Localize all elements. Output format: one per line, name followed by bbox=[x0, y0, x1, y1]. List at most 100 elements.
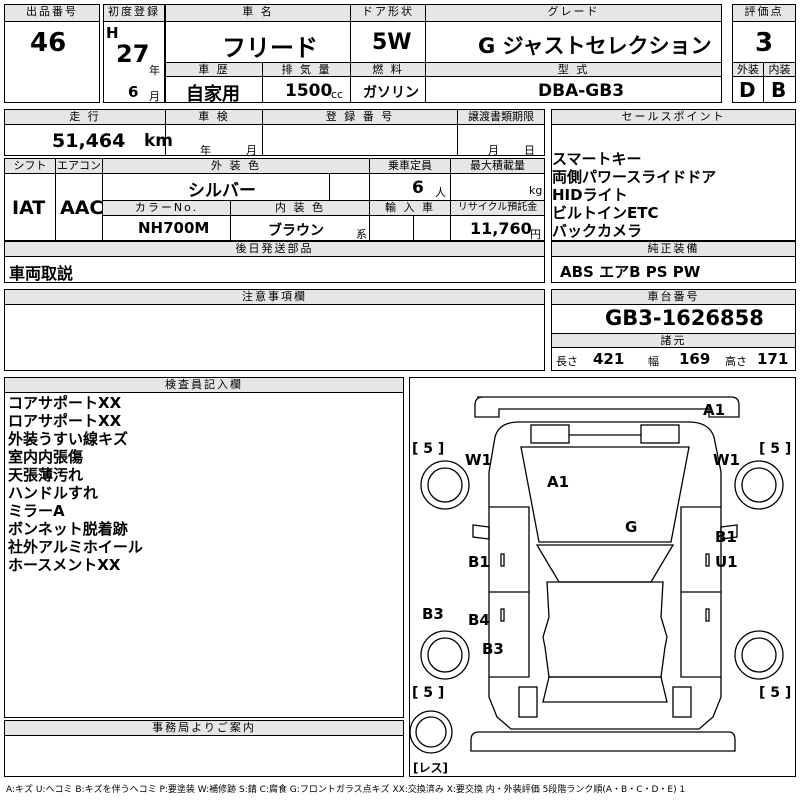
rear-glass-outline bbox=[542, 676, 668, 703]
length-label: 長さ bbox=[556, 355, 578, 368]
mark-b3-side: B3 bbox=[422, 605, 444, 623]
reg-year-unit: 年 bbox=[149, 64, 160, 77]
capacity: 6 bbox=[412, 178, 424, 198]
wheel-rear-left bbox=[420, 630, 470, 680]
lot-label: 出品番号 bbox=[4, 4, 100, 22]
shift-label: シフト bbox=[4, 158, 56, 174]
car-name: フリード bbox=[222, 34, 318, 62]
transfer-day-unit: 日 bbox=[524, 144, 535, 157]
mark-a1-bumper: A1 bbox=[703, 401, 725, 419]
sales-point: ビルトインETC bbox=[552, 204, 659, 222]
wheel-front-left bbox=[420, 460, 470, 510]
fuel: ガソリン bbox=[363, 85, 419, 101]
office-box bbox=[4, 735, 404, 777]
color: シルバー bbox=[188, 181, 256, 201]
sales-point: スマートキー bbox=[552, 150, 642, 168]
inspector-note: ミラーA bbox=[8, 502, 65, 520]
interior-box bbox=[763, 76, 796, 103]
windshield-outline bbox=[535, 544, 675, 583]
mark-b1-left: B1 bbox=[468, 553, 490, 571]
mark-w1-left: W1 bbox=[465, 451, 492, 469]
dims-box bbox=[551, 347, 796, 371]
ac-label: エアコン bbox=[55, 158, 103, 174]
inspector-note: ホースメントXX bbox=[8, 556, 121, 574]
reg-month-unit: 月 bbox=[149, 90, 160, 103]
ac: AAC bbox=[60, 197, 104, 219]
chassis-label: 車台番号 bbox=[551, 289, 796, 305]
width: 169 bbox=[679, 350, 711, 368]
reg-month: 6 bbox=[128, 83, 139, 101]
height: 171 bbox=[757, 350, 789, 368]
reg-box bbox=[103, 21, 165, 103]
car-diagram: A1 W1 W1 A1 G B1 B1 U1 B4 B3 B3 [ 5 ] [ … bbox=[409, 396, 791, 775]
rear-bumper-outline bbox=[470, 731, 736, 752]
door-label: ドア形状 bbox=[350, 4, 426, 22]
displacement-unit: cc bbox=[331, 88, 344, 101]
mirror-right bbox=[720, 524, 738, 540]
grade: G ジャストセレクション bbox=[478, 34, 712, 58]
score: 3 bbox=[755, 28, 774, 58]
inspection-month-unit: 月 bbox=[246, 144, 257, 157]
intcolor-unit: 系 bbox=[356, 228, 367, 241]
equipment-box bbox=[551, 256, 796, 283]
recycle-label: リサイクル預託金 bbox=[450, 200, 545, 216]
fuel-label: 燃 料 bbox=[350, 62, 426, 77]
capacity-label: 乗車定員 bbox=[369, 158, 451, 174]
exterior-grade: D bbox=[739, 78, 756, 102]
mirror-left bbox=[472, 524, 490, 540]
transfer-label: 譲渡書類期限 bbox=[457, 109, 545, 125]
mark-g-glass: G bbox=[625, 518, 637, 536]
score-label: 評価点 bbox=[732, 4, 796, 22]
car-diagram-box bbox=[409, 377, 796, 777]
recycle: 11,760 bbox=[470, 219, 532, 238]
interior-grade: B bbox=[771, 78, 787, 102]
length: 421 bbox=[593, 350, 625, 368]
regno-box bbox=[262, 124, 458, 156]
model-box bbox=[425, 76, 722, 103]
handle-right-rear bbox=[705, 608, 710, 622]
reg-label: 初度登録 bbox=[103, 4, 165, 22]
recycle-unit: 円 bbox=[530, 228, 541, 241]
sales-points-list: スマートキー 両側パワースライドドア HIDライト ビルトインETC バックカメ… bbox=[552, 150, 716, 240]
tire-front-right: [ 5 ] bbox=[759, 441, 791, 457]
inspector-note: 外装うすい線キズ bbox=[8, 430, 129, 448]
inspector-note: 室内内張傷 bbox=[8, 448, 84, 466]
import-label: 輸 入 車 bbox=[369, 200, 451, 216]
taillight-left bbox=[518, 686, 538, 718]
height-label: 高さ bbox=[725, 355, 747, 368]
door-type: 5W bbox=[372, 30, 412, 55]
inspector-box bbox=[4, 392, 404, 718]
body-outline bbox=[488, 421, 722, 730]
intcolor-label: 内 装 色 bbox=[230, 200, 370, 216]
history: 自家用 bbox=[186, 84, 240, 105]
inspector-note: ハンドルすれ bbox=[8, 484, 99, 502]
transfer-box bbox=[457, 124, 545, 156]
regno-label: 登 録 番 号 bbox=[262, 109, 458, 125]
later-parts-label: 後日発送部品 bbox=[4, 241, 545, 257]
color-box-extra bbox=[329, 173, 370, 201]
lot-box bbox=[4, 21, 100, 103]
chassis-number: GB3-1626858 bbox=[605, 306, 764, 330]
later-parts-box bbox=[4, 256, 545, 283]
reg-year: 27 bbox=[116, 40, 150, 68]
handle-right-front bbox=[705, 553, 710, 567]
mileage-label: 走 行 bbox=[4, 109, 166, 125]
era: H bbox=[106, 24, 119, 42]
lot-number: 46 bbox=[30, 28, 67, 58]
handle-left-rear bbox=[500, 608, 505, 622]
recycle-box bbox=[450, 215, 545, 241]
notes-box bbox=[4, 304, 545, 371]
interior-label: 内装 bbox=[763, 62, 796, 77]
transfer-month-unit: 月 bbox=[488, 144, 499, 157]
equipment-label: 純正装備 bbox=[551, 241, 796, 257]
displacement: 1500 bbox=[285, 81, 333, 101]
mileage: 51,464 bbox=[52, 130, 126, 152]
sales-point: HIDライト bbox=[552, 186, 628, 204]
inspector-note: ロアサポートXX bbox=[8, 412, 122, 430]
handle-left-front bbox=[500, 553, 505, 567]
colorno-label: カラーNo. bbox=[102, 200, 231, 216]
tire-rear-right: [ 5 ] bbox=[759, 685, 791, 701]
name-label: 車 名 bbox=[165, 4, 351, 22]
spare-tire: [レス] bbox=[413, 761, 448, 775]
mark-u1-right: U1 bbox=[715, 553, 738, 571]
